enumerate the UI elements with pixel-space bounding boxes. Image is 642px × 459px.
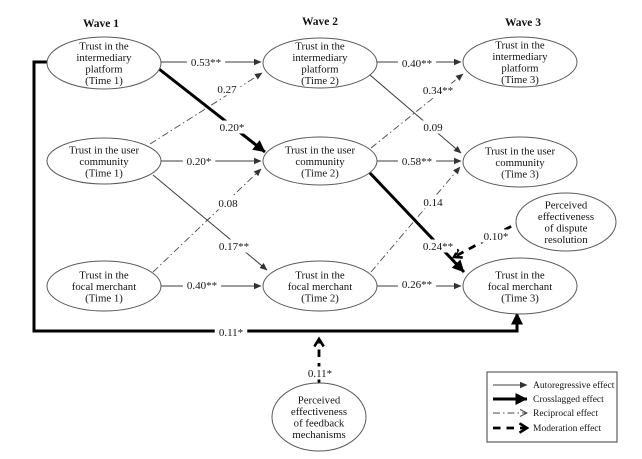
edge-p1-c2-label-bg	[215, 120, 249, 134]
coefficient-c2-m3: 0.24**	[423, 241, 453, 253]
node-dispute-ellipse	[515, 192, 617, 252]
coefficient-m2-c3: 0.14	[423, 197, 443, 209]
edge-c2-m3-label-bg	[418, 239, 458, 253]
edge-c2-m3-line	[367, 170, 466, 274]
edge-c2-p3-label-bg	[418, 83, 458, 97]
edge-m2-m3-label-bg	[397, 277, 437, 291]
coefficient-c2-p3: 0.34**	[423, 85, 453, 97]
coefficient-c1-c2: 0.20*	[187, 156, 212, 168]
edge-c1-p2-label-bg	[213, 82, 241, 96]
coefficient-p2-p3: 0.40**	[402, 58, 432, 70]
coefficient-m1-m2: 0.40**	[187, 280, 217, 292]
edge-m1-c2-label-bg	[214, 196, 242, 210]
node-community-t3-ellipse	[462, 136, 578, 188]
edge-p1-p2-label-bg	[186, 55, 226, 69]
coefficient-m1-c2: 0.08	[218, 198, 238, 210]
coefficient-p1-p2: 0.53**	[191, 57, 221, 69]
coefficient-m2-m3: 0.26**	[402, 279, 432, 291]
coefficient-c1-m2: 0.17**	[219, 241, 249, 253]
node-community-t1-ellipse	[46, 137, 162, 185]
edge-m2-c3-label-bg	[419, 195, 447, 209]
coefficient-feedback-mod: 0.11*	[308, 368, 332, 380]
edge-p1-m3-line	[32, 60, 523, 333]
coefficient-dispute-mod: 0.10*	[484, 231, 509, 243]
edge-p2-c3-label-bg	[419, 120, 447, 134]
edge-c1-m2-line	[152, 174, 268, 271]
node-platform-t1-ellipse	[46, 36, 162, 90]
coefficient-p1-m3: 0.11*	[219, 327, 243, 339]
node-merchant-t3-ellipse	[462, 257, 578, 315]
edge-m1-m2-label-bg	[182, 278, 222, 292]
node-community-t2-ellipse	[262, 136, 378, 186]
coefficient-c1-p2: 0.27	[217, 84, 237, 96]
node-merchant-t1-ellipse	[46, 260, 162, 312]
coefficient-c2-c3: 0.58**	[402, 156, 432, 168]
wave-header-2: Wave 2	[302, 16, 338, 28]
edge-c2-c3-label-bg	[397, 154, 437, 168]
legend-label-crosslagged: Crosslagged effect	[533, 394, 604, 405]
wave-header-1: Wave 1	[83, 18, 119, 30]
edge-c1-c2-label-bg	[182, 154, 216, 168]
edge-p1-c2-line	[158, 67, 266, 154]
node-platform-t2-ellipse	[262, 37, 378, 89]
legend-border	[486, 371, 618, 443]
coefficient-p2-c3: 0.09	[423, 122, 443, 134]
edge-feedback-mod-label-bg	[303, 366, 337, 380]
coefficient-p1-c2: 0.20*	[220, 122, 245, 134]
edge-dispute-mod-label-bg	[479, 229, 513, 243]
wave-header-3: Wave 3	[505, 17, 541, 29]
legend-label-reciprocal: Reciprocal effect	[533, 408, 598, 419]
edge-c1-m2-label-bg	[214, 239, 254, 253]
edge-p1-m3-label-bg	[214, 325, 248, 339]
edge-p2-c3-line	[369, 74, 462, 154]
node-feedback-ellipse	[271, 382, 367, 452]
edge-p2-p3-label-bg	[397, 56, 437, 70]
legend-label-autoregressive: Autoregressive effect	[533, 380, 615, 391]
legend-label-moderation: Moderation effect	[533, 423, 602, 434]
node-merchant-t2-ellipse	[262, 260, 378, 312]
node-platform-t3-ellipse	[462, 36, 578, 88]
